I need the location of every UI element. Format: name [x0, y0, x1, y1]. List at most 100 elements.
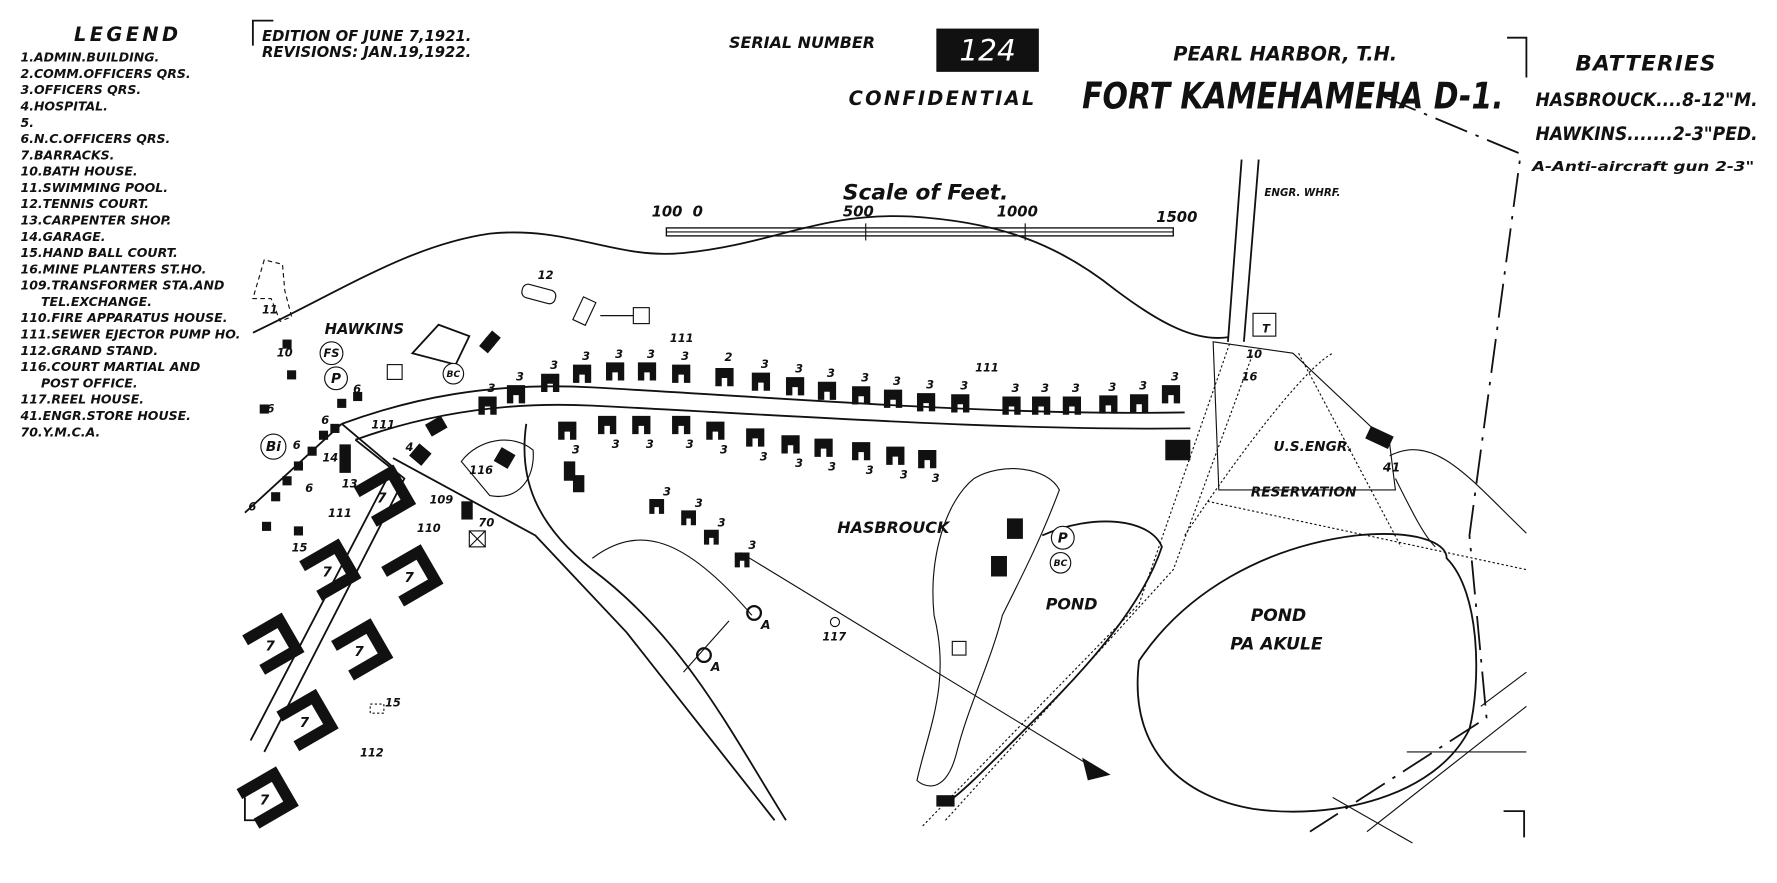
officers-quarters	[703, 529, 719, 545]
nco-quarters	[307, 446, 317, 456]
map-label: 12	[538, 268, 554, 282]
map-label: 6	[488, 331, 496, 345]
map-label: 3	[866, 463, 874, 477]
legend-item: 111.SEWER EJECTOR PUMP HO.	[21, 327, 241, 342]
hasbrouck-battery	[1006, 518, 1023, 539]
map-symbol-label: Bi	[266, 439, 281, 455]
battery-hasbrouck: HASBROUCK....8-12"M.	[1536, 90, 1758, 111]
map-label: 3	[612, 437, 620, 451]
officers-quarters	[706, 421, 725, 440]
map-label: 110	[417, 521, 441, 535]
map-label: 3	[960, 379, 968, 393]
map-label: 3	[646, 437, 654, 451]
nco-quarters	[293, 526, 304, 536]
railroad	[922, 341, 1527, 827]
map-label: 10	[277, 346, 293, 360]
map-label: 3	[686, 437, 694, 451]
building-t	[1252, 312, 1277, 337]
map-label: A	[710, 659, 721, 674]
officers-quarters	[852, 442, 871, 461]
map-symbol	[442, 362, 465, 385]
map-label: 7	[265, 639, 275, 655]
officers-quarters	[781, 435, 800, 454]
map-label: 112	[360, 745, 384, 759]
legend-item: 3.OFFICERS QRS.	[21, 82, 142, 97]
label-engr-wharf: ENGR. WHRF.	[1264, 187, 1340, 199]
label-pond: POND	[1046, 595, 1098, 614]
hasbrouck-shore	[916, 468, 1060, 787]
map-label: 3	[1108, 380, 1116, 394]
map-label: T	[1262, 322, 1271, 336]
map-label: 3	[516, 370, 524, 384]
officers-quarters	[632, 415, 651, 435]
ymca-cross	[468, 530, 486, 548]
corner-mark	[1503, 810, 1526, 838]
map-label: 3	[1012, 381, 1020, 395]
legend-item: 10.BATH HOUSE.	[21, 164, 138, 179]
officers-quarters	[598, 415, 617, 435]
map-symbol	[319, 341, 344, 366]
officers-quarters	[649, 499, 665, 514]
map-label: 3	[926, 378, 934, 392]
map-label: 15	[292, 540, 308, 554]
legend-item: 41.ENGR.STORE HOUSE.	[20, 408, 191, 423]
nco-quarters	[337, 398, 347, 408]
map-symbol-label: FS	[323, 346, 339, 360]
classification-text: CONFIDENTIAL	[849, 87, 1037, 110]
map-label: 3	[1072, 381, 1080, 395]
label-41: 41	[1382, 460, 1400, 475]
officers-quarters	[681, 510, 696, 526]
label-reservation: RESERVATION	[1251, 485, 1357, 501]
barracks	[299, 538, 362, 601]
legend-item: 4.HOSPITAL.	[20, 98, 108, 113]
label-hasbrouck: HASBROUCK	[837, 518, 951, 537]
map-label: 11	[262, 302, 278, 316]
officers-quarters	[951, 394, 970, 413]
map-label: 10	[1246, 347, 1262, 361]
map-label: 3	[615, 347, 623, 361]
engineer-wharf	[1227, 159, 1260, 342]
serial-number: 124	[959, 33, 1016, 67]
building	[936, 795, 955, 807]
map-label: 117	[822, 629, 846, 643]
map-label: 3	[550, 358, 558, 372]
court-martial	[493, 447, 516, 469]
barracks	[242, 612, 305, 675]
map-label: A	[760, 617, 771, 632]
officers-quarters	[817, 381, 837, 400]
officers-quarters	[506, 385, 526, 404]
scale-tick: 100	[652, 204, 683, 221]
batteries-title: BATTERIES	[1575, 52, 1716, 77]
nco-quarters	[271, 492, 281, 502]
map-label: 6	[248, 499, 256, 513]
ymca	[468, 530, 486, 548]
legend-item: 12.TENNIS COURT.	[21, 196, 149, 211]
legend-title: LEGEND	[74, 23, 181, 46]
garage	[339, 444, 351, 473]
scale-tick: 500	[843, 204, 874, 221]
map-label: 3	[932, 471, 940, 485]
nco-quarters	[259, 404, 269, 414]
reservation-boundary	[1309, 96, 1522, 833]
legend-item: 1.ADMIN.BUILDING.	[21, 50, 160, 65]
map-label: 3	[582, 349, 590, 363]
scale-title: Scale of Feet.	[843, 180, 1008, 205]
map-symbol-label: P	[331, 371, 341, 387]
officers-quarters	[1129, 394, 1149, 413]
tennis-court	[521, 283, 557, 305]
legend-item: TEL.EXCHANGE.	[41, 294, 152, 309]
corner-mark	[251, 19, 274, 46]
map-label: 3	[748, 538, 756, 552]
scale-tick: 0	[693, 204, 703, 221]
map-symbol-label: P	[1058, 530, 1068, 546]
map-label: 7	[354, 644, 364, 660]
serial-label: SERIAL NUMBER	[729, 33, 875, 52]
map-label: 13	[342, 477, 358, 491]
legend-item: 11.SWIMMING POOL.	[21, 180, 169, 195]
map-label: 70	[478, 515, 494, 529]
officers-quarters	[1032, 396, 1051, 415]
map-label: 111	[975, 360, 999, 374]
corner-mark	[1507, 36, 1528, 78]
hawkins-battery	[410, 323, 471, 366]
legend-item: 15.HAND BALL COURT.	[21, 245, 178, 260]
